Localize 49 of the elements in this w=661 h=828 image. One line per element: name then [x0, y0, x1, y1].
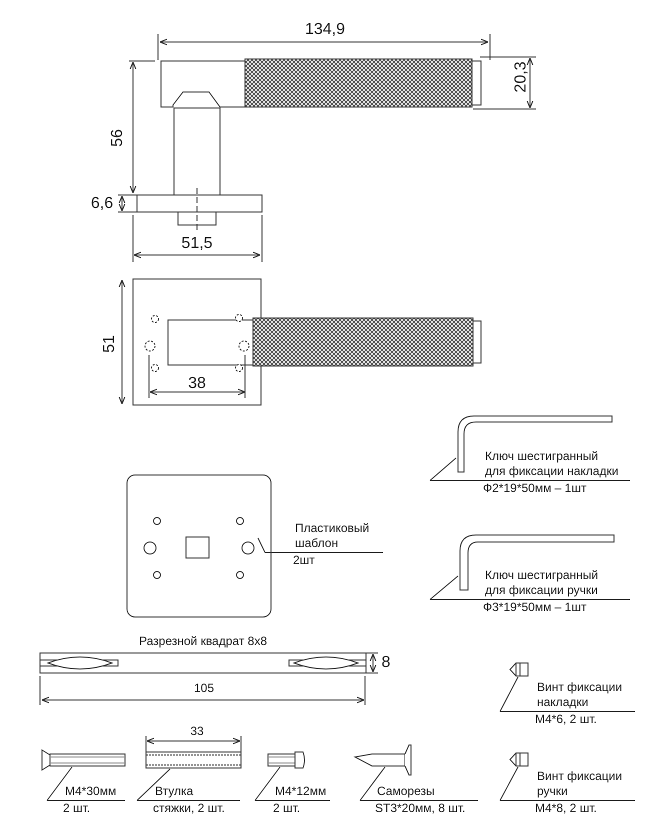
callout-label	[360, 784, 478, 816]
set-screw-drawing	[509, 752, 528, 766]
callout-label	[500, 680, 635, 727]
leader-line	[360, 766, 386, 801]
leader-line	[500, 676, 518, 712]
callout-label	[137, 784, 240, 816]
part-name: M4*30мм	[65, 784, 116, 799]
bolt-drawing	[42, 749, 126, 771]
part-spec: 2шт	[293, 553, 315, 568]
leader-line	[430, 576, 458, 600]
dimension-value: 51	[100, 335, 119, 353]
part-name: Ключ шестигранный для фиксации ручки	[485, 568, 600, 598]
dimension-value: 38	[188, 375, 206, 393]
set-screw-drawing	[509, 662, 528, 676]
part-name: M4*12мм	[275, 784, 326, 799]
part-spec: M4*8, 2 шт.	[535, 801, 597, 816]
dimension-value: 51,5	[181, 235, 213, 253]
part-spec: ST3*20мм, 8 шт.	[375, 801, 466, 816]
bolt-drawing	[268, 752, 305, 768]
callout-label	[500, 769, 635, 816]
leader-line	[136, 768, 170, 801]
leader-line	[500, 766, 518, 801]
dimension-value: 56	[108, 129, 127, 147]
part-name: Пластиковый шаблон	[295, 521, 370, 551]
part-name: Ключ шестигранный для фиксации накладки	[485, 449, 620, 479]
dimension-value: 105	[194, 680, 214, 697]
part-name: Разрезной квадрат 8x8	[139, 633, 267, 650]
dimension-value: 8	[382, 654, 390, 672]
dimension-value: 6,6	[90, 195, 114, 213]
sleeve-drawing	[146, 752, 242, 768]
part-spec: 2 шт.	[273, 801, 300, 816]
leader-line	[430, 458, 456, 481]
part-name: Винт фиксации накладки	[537, 680, 624, 710]
dimension-value: 134,9	[304, 21, 346, 39]
part-name: Винт фиксации ручки	[537, 769, 624, 799]
part-spec: M4*6, 2 шт.	[535, 712, 597, 727]
wood-screw-drawing	[353, 744, 412, 776]
dimension-value: 20,3	[512, 62, 531, 93]
leader-line	[46, 766, 72, 801]
part-spec: стяжки, 2 шт.	[153, 801, 225, 816]
part-name: Втулка	[155, 784, 194, 799]
dimension-value: 33	[190, 723, 204, 740]
mounting-template-drawing	[126, 474, 272, 618]
part-spec: Ф2*19*50мм – 1шт	[483, 481, 586, 496]
leader-line	[258, 538, 266, 553]
part-name: Саморезы	[377, 784, 435, 799]
part-spec: Ф3*19*50мм – 1шт	[483, 600, 586, 615]
leader-line	[254, 766, 280, 801]
part-spec: 2 шт.	[63, 801, 90, 816]
